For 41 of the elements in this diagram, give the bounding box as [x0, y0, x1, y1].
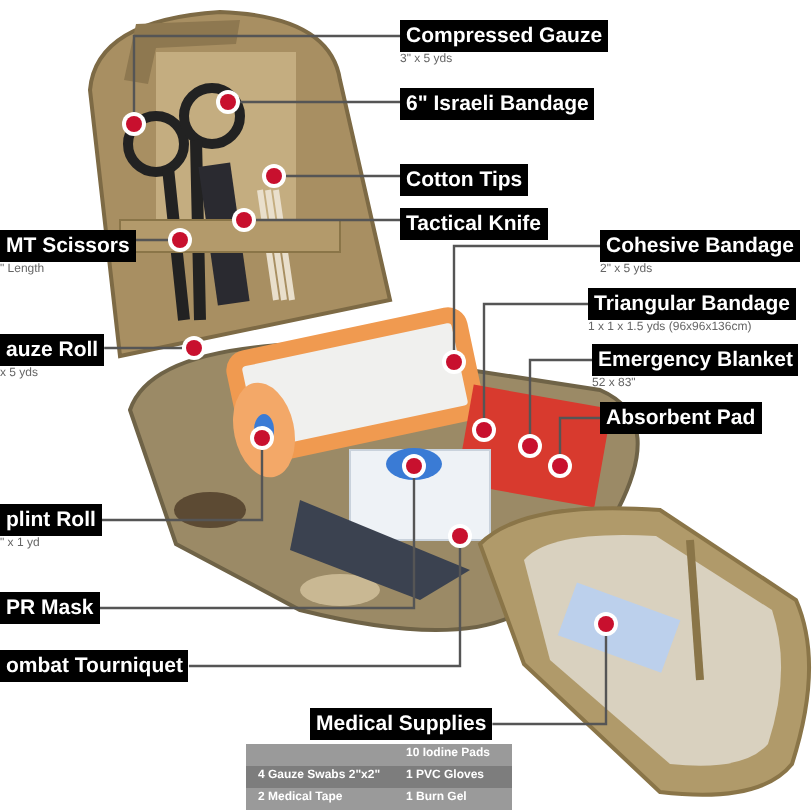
callout-label: Triangular Bandage	[588, 288, 797, 320]
marker-dot	[452, 528, 468, 544]
leader-line	[104, 346, 182, 350]
leader-line	[132, 34, 400, 112]
callout-label: Emergency Blanket	[592, 344, 799, 376]
callout-label: Compressed Gauze	[400, 20, 609, 52]
callout-label: MT Scissors	[0, 230, 136, 262]
callout-label: ombat Tourniquet	[0, 650, 189, 682]
callout-label: 6" Israeli Bandage	[400, 88, 595, 120]
marker-dot	[552, 458, 568, 474]
marker-dot	[186, 340, 202, 356]
marker-dot	[236, 212, 252, 228]
leader-line	[492, 636, 608, 726]
callout-label: auze Roll	[0, 334, 105, 366]
leader-line	[482, 302, 588, 418]
leader-line	[528, 358, 592, 434]
callout-label: Tactical Knife	[400, 208, 547, 240]
marker-dot	[172, 232, 188, 248]
leader-line	[256, 218, 400, 222]
leader-line	[286, 174, 400, 178]
leader-line	[188, 548, 462, 668]
marker-dot	[266, 168, 282, 184]
callout-label: Cotton Tips	[400, 164, 529, 196]
marker-dot	[598, 616, 614, 632]
marker-dot	[522, 438, 538, 454]
callout-label: Absorbent Pad	[600, 402, 762, 434]
marker-dot	[254, 430, 270, 446]
callout-label: PR Mask	[0, 592, 100, 624]
marker-dot	[446, 354, 462, 370]
callout-label: plint Roll	[0, 504, 102, 536]
marker-dot	[220, 94, 236, 110]
marker-dot	[406, 458, 422, 474]
leader-line	[240, 100, 400, 104]
marker-dot	[476, 422, 492, 438]
leader-line	[135, 238, 168, 242]
leader-line	[452, 244, 600, 350]
leader-line	[101, 450, 264, 522]
leader-line	[558, 416, 600, 454]
callout-label: Cohesive Bandage	[600, 230, 800, 262]
marker-dot	[126, 116, 142, 132]
callout-label: Medical Supplies	[310, 708, 493, 740]
